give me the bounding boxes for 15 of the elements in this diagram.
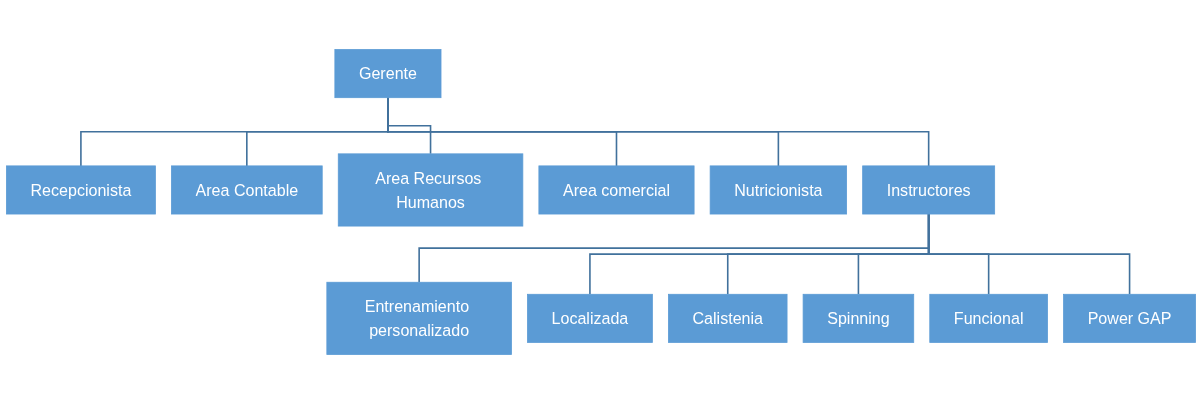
node-box: Spinning: [802, 293, 915, 343]
node-box: Area comercial: [538, 165, 695, 215]
node-box: Area Contable: [171, 165, 323, 215]
node-box: Funcional: [929, 293, 1048, 343]
node-box: Entrenamiento personalizado: [326, 281, 512, 355]
node-box: Instructores: [862, 165, 996, 215]
node-box: Gerente: [334, 49, 442, 99]
node-box: Localizada: [527, 293, 653, 343]
node-box: Nutricionista: [709, 165, 847, 215]
connector: [387, 96, 930, 167]
node-box: Area Recursos Humanos: [337, 153, 524, 227]
node-box: Recepcionista: [6, 165, 156, 215]
node-box: Power GAP: [1063, 293, 1196, 343]
connector: [927, 213, 1131, 296]
node-box: Calistenia: [668, 293, 788, 343]
